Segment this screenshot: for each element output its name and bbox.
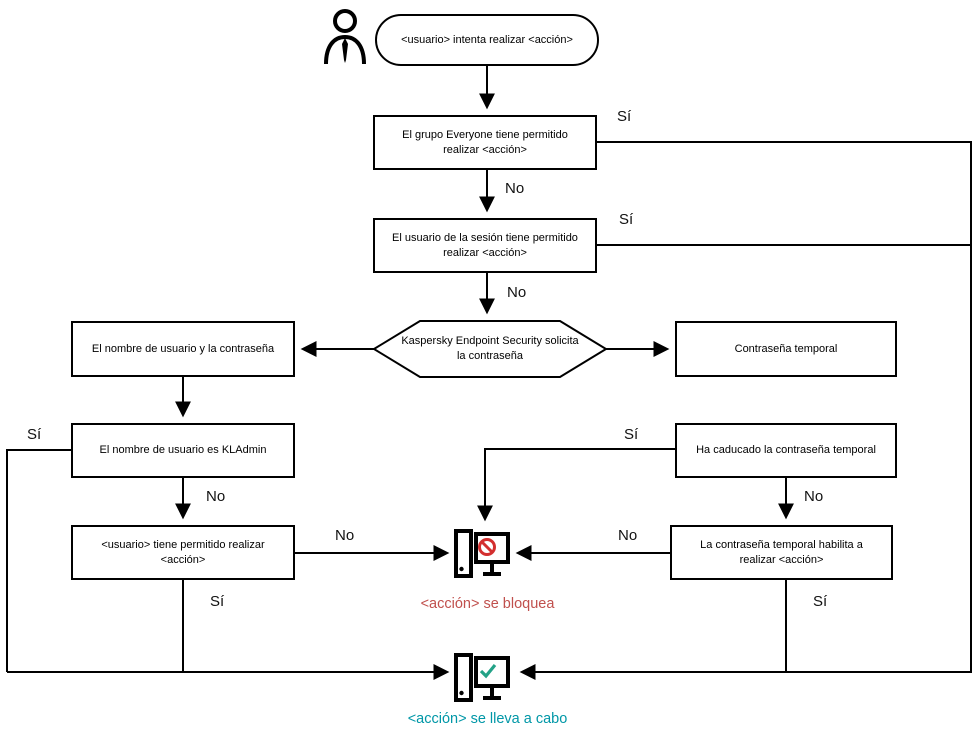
node-temp-password-expired: Ha caducado la contraseña temporal [675, 423, 897, 478]
label-yes: Sí [619, 211, 634, 228]
label-no: No [618, 527, 638, 544]
computer-check-icon [454, 653, 510, 702]
start-node-label: <usuario> intenta realizar <acción> [401, 33, 573, 46]
node-everyone-allowed-label: El grupo Everyone tiene permitido realiz… [402, 128, 568, 156]
label-no: No [804, 488, 824, 505]
computer-blocked-icon [454, 529, 510, 578]
node-kes-prompts-password: Kaspersky Endpoint Security solicita la … [398, 323, 582, 375]
outcome-blocked-text: <acción> se bloquea [420, 596, 555, 612]
node-everyone-allowed: El grupo Everyone tiene permitido realiz… [373, 115, 597, 170]
connector-everyone-yes-right-rail [519, 141, 972, 680]
label-no: No [505, 180, 525, 197]
label-no: No [206, 488, 226, 505]
connector-expired-yes [477, 448, 675, 522]
start-node: <usuario> intenta realizar <acción> [375, 14, 599, 66]
node-session-user-allowed-label: El usuario de la sesión tiene permitido … [392, 231, 578, 259]
connector-kladmin-yes-left-rail [6, 449, 71, 672]
node-user-allowed-action: <usuario> tiene permitido realizar <acci… [71, 525, 295, 580]
node-username-is-kladmin-label: El nombre de usuario es KLAdmin [99, 444, 267, 457]
node-username-and-password: El nombre de usuario y la contraseña [71, 321, 295, 377]
label-yes: Sí [27, 426, 42, 443]
label-yes: Sí [624, 426, 639, 443]
node-user-allowed-action-label: <usuario> tiene permitido realizar <acci… [101, 538, 265, 566]
label-no: No [507, 284, 527, 301]
prohibition-icon [478, 538, 496, 556]
node-temporary-password-label: Contraseña temporal [734, 342, 838, 355]
check-icon [479, 663, 497, 679]
node-temp-password-enables: La contraseña temporal habilita a realiz… [670, 525, 893, 580]
node-username-is-kladmin: El nombre de usuario es KLAdmin [71, 423, 295, 478]
outcome-performed-text: <acción> se lleva a cabo [407, 711, 568, 727]
node-temp-password-expired-label: Ha caducado la contraseña temporal [696, 444, 876, 457]
node-username-and-password-label: El nombre de usuario y la contraseña [91, 342, 275, 355]
label-yes: Sí [617, 108, 632, 125]
node-session-user-allowed: El usuario de la sesión tiene permitido … [373, 218, 597, 273]
label-no: No [335, 527, 355, 544]
person-icon [324, 9, 366, 65]
label-yes: Sí [813, 593, 828, 610]
node-temp-password-enables-label: La contraseña temporal habilita a realiz… [700, 538, 863, 566]
node-kes-prompts-password-label: Kaspersky Endpoint Security solicita la … [401, 335, 579, 362]
label-yes: Sí [210, 593, 225, 610]
node-temporary-password: Contraseña temporal [675, 321, 897, 377]
